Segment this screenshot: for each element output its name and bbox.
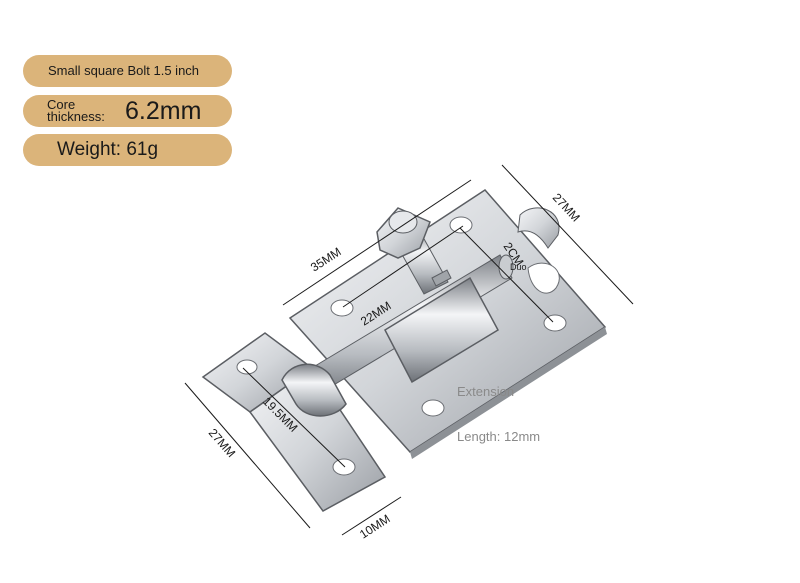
- weight-text: Weight: 61g: [57, 139, 159, 160]
- plate-length-label: 35MM: [308, 245, 344, 275]
- title-badge: Small square Bolt 1.5 inch: [23, 55, 232, 87]
- extension-label: Extension: [457, 384, 514, 399]
- keeper-width-label: 27MM: [206, 426, 238, 460]
- bolt-keeper: [201, 332, 387, 512]
- title-text: Small square Bolt 1.5 inch: [48, 63, 200, 78]
- keeper-depth-label: 10MM: [357, 512, 393, 542]
- core-thickness-badge: Core thickness: 6.2mm: [23, 95, 232, 127]
- extension-length-label: Length: 12mm: [457, 429, 540, 444]
- weight-badge: Weight: 61g: [23, 134, 232, 166]
- bolt-barrel: [384, 276, 499, 384]
- core-label-line1: Core: [47, 97, 76, 112]
- core-thickness-label: Core thickness:: [47, 97, 105, 124]
- dimension-lines: [184, 164, 634, 536]
- core-label-line2: thickness:: [47, 109, 105, 124]
- duo-label: Duo: [510, 262, 527, 272]
- core-thickness-value: 6.2mm: [125, 97, 202, 125]
- bolt-knob: [376, 207, 452, 295]
- keeper-sleeve: [281, 363, 347, 417]
